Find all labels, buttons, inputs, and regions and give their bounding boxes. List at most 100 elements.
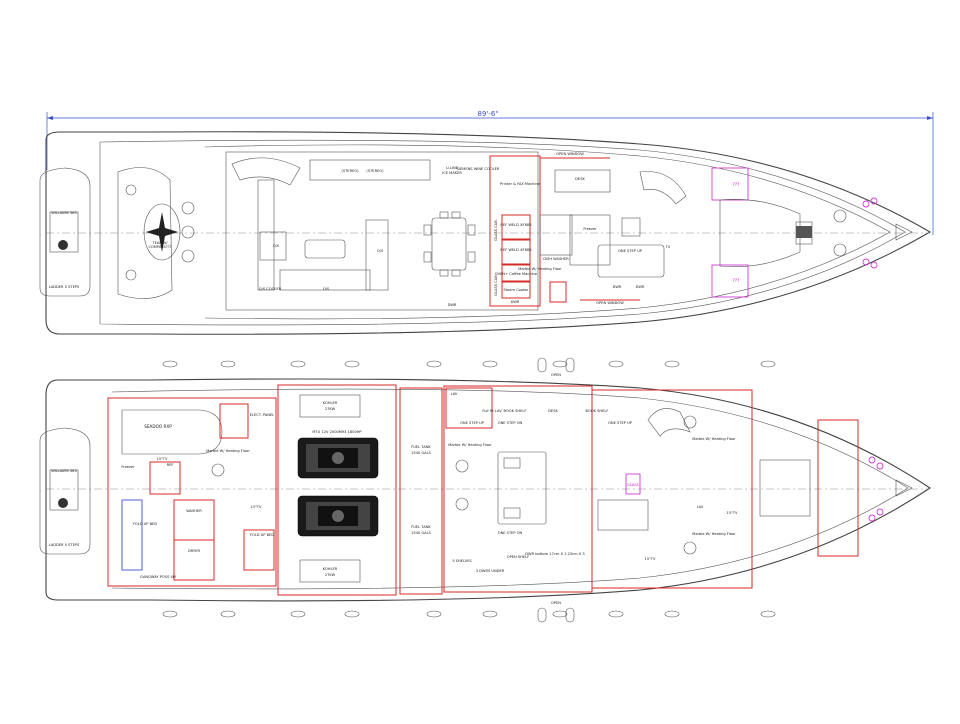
fuel-1-b: 1540 GALS: [411, 451, 432, 455]
porthole-top-1: [220, 360, 236, 368]
porthole-top-0: [162, 360, 178, 368]
overall-dimension: 89'-6": [46, 110, 934, 235]
porthole-bottom-5: [482, 610, 498, 618]
master-desk: DESK: [548, 409, 558, 413]
saloon: O/S O/S O/S O/S COOLER (STEREO) (STEREO)…: [225, 151, 539, 311]
fwd-unknown-1: ???: [733, 182, 740, 187]
opening-port-top-0: [537, 357, 547, 373]
elect-panel: ELECT. PANEL: [250, 413, 274, 417]
porthole-top-6: [552, 360, 568, 368]
master-book-shelf: BOOK SHELF: [504, 409, 527, 413]
lower-deck-plan: WILLIAMS 365 LADDER 5 STEPS SEADOO RXP F…: [39, 373, 931, 605]
desk-label: DESK: [575, 177, 585, 181]
kohler-2-a: KOHLER: [323, 567, 338, 571]
kohler-1-b: 27KW: [325, 407, 336, 411]
marble-galley: Marble W/ Heating Floor: [518, 267, 562, 271]
gangway-label: GANGWAY POSS 4M: [140, 575, 176, 579]
master-dwrs: 3 DWRS UNDER: [476, 569, 505, 573]
guest-glass: GLASS: [627, 483, 640, 487]
open-port-2: OPEN: [551, 601, 561, 605]
bar-stereo-2: (STEREO): [366, 169, 384, 173]
tender-lower-ladder: LADDER 5 STEPS: [49, 543, 80, 547]
ladder-label: LADDER 5 STEPS: [49, 285, 80, 289]
tender-lower: WILLIAMS 365 LADDER 5 STEPS: [39, 427, 91, 555]
os-cooler-label: O/S COOLER: [259, 287, 282, 291]
fuel-1-a: FUEL TANK: [411, 445, 431, 449]
upper-deck-plan: WILLIAMS 365 LADDER 5 STEPS TEAK W/ COMP…: [39, 131, 932, 335]
porthole-top-3: [344, 360, 360, 368]
ref-2: REF WELD XF88B: [500, 248, 532, 252]
tv-upper: TV: [665, 245, 671, 249]
bar-wine-cooler: SIEMENS WINE COOLER: [457, 167, 500, 171]
tv-lazarette: 15"TV: [157, 457, 168, 461]
glass-cab-1: GLASS CAB.: [494, 219, 498, 241]
tender-label: WILLIAMS 365: [51, 211, 77, 215]
porthole-bottom-4: [426, 610, 442, 618]
master-one-step-up: ONE STEP UP: [460, 421, 485, 425]
helm-one-step-up: ONE STEP UP: [618, 249, 643, 253]
aft-table-label-2: COMPASS???: [148, 245, 171, 249]
opening-port-bottom-0: [537, 607, 547, 623]
porthole-bottom-8: [664, 610, 680, 618]
porthole-bottom-9: [760, 610, 776, 618]
master-full-ht: Full Ht LAV: [482, 409, 502, 413]
open-window-1: OPEN WINDOW: [556, 152, 584, 156]
master-shelves: 5 SHELVES: [452, 559, 472, 563]
open-port-1: OPEN: [551, 373, 561, 377]
freezer-lower: Freezer: [121, 465, 135, 469]
washer-label: WASHER: [186, 509, 202, 513]
aft-table-label: TEAK W/: [151, 241, 168, 245]
fuel-2-a: FUEL TANK: [411, 525, 431, 529]
aft-deck: TEAK W/ COMPASS???: [117, 167, 195, 299]
porthole-bottom-1: [220, 610, 236, 618]
master-marble: Marble W/ Heating Floor: [448, 443, 492, 447]
helm-dwr-1: DWR: [613, 285, 622, 289]
tv-crew: 15"TV: [251, 505, 262, 509]
engine-room: KOHLER 27KW MTU 12V 2000M93 1800HP MTU 1…: [277, 384, 397, 596]
tender-lower-label: WILLIAMS 365: [51, 469, 77, 473]
master-one-step-dn-2: ONE STEP ON: [498, 531, 523, 535]
settee-os-3: O/S: [377, 249, 384, 253]
master-dwr-bottom: DWR bottom 17cm X 1 23cm X 3: [525, 552, 584, 556]
master-one-step-dn: ONE STEP ON: [498, 421, 523, 425]
foredeck-upper: ??? ???: [711, 167, 913, 298]
porthole-bottom-7: [608, 610, 624, 618]
bar-icemaker: ICE MAKER: [442, 171, 462, 175]
ref-lower: REF: [167, 463, 174, 467]
kohler-1-a: KOHLER: [323, 401, 338, 405]
fuel-tanks: FUEL TANK 1540 GALS FUEL TANK 1540 GALS: [399, 387, 443, 595]
helm-area: Freezer ONE STEP UP DWR DWR TV: [569, 171, 687, 289]
fuel-2-b: 1540 GALS: [411, 531, 432, 535]
porthole-top-7: [608, 360, 624, 368]
seadoo-label: SEADOO RXP: [144, 424, 172, 429]
fold-bed-2: FOLD UP BED: [250, 533, 274, 537]
ref-1: REF WELD XF88B: [500, 223, 532, 227]
tender-upper: WILLIAMS 365 LADDER 5 STEPS: [39, 167, 91, 297]
overall-length-label: 89'-6": [477, 110, 498, 118]
settee-os-1: O/S: [273, 244, 280, 248]
porthole-bottom-3: [344, 610, 360, 618]
bar-stereo-1: (STEREO): [341, 169, 359, 173]
lazarette-crew: SEADOO RXP Freezer 15"TV REF Marble W/ H…: [107, 397, 277, 587]
porthole-top-2: [290, 360, 306, 368]
guest-marble-2: Marble W/ Heating Floor: [692, 532, 736, 536]
open-window-2: OPEN WINDOW: [596, 301, 624, 305]
guest-one-step-up: ONE STEP UP: [608, 421, 633, 425]
porthole-top-8: [664, 360, 680, 368]
guest-lav: LAV: [697, 505, 704, 509]
bar-uline: U-LINE: [446, 166, 459, 170]
master-lav: LAV: [451, 392, 458, 396]
dishwasher-label: DISH WASHER: [543, 257, 569, 261]
lower-hull-outline: [45, 378, 931, 602]
oven-label: OVEN+ Coffee Machine: [495, 272, 538, 276]
master-book-shelf-2: BOOK SHELF: [586, 409, 609, 413]
helm-dwr-2: DWR: [636, 285, 645, 289]
porthole-bottom-0: [162, 610, 178, 618]
printer-label: Printer & FAX Machine: [500, 182, 541, 186]
master-stateroom: LAV Full Ht LAV BOOK SHELF DESK BOOK SHE…: [443, 385, 609, 593]
porthole-bottom-6: [552, 610, 568, 618]
galley: Printer & FAX Machine GLASS CAB. REF WEL…: [489, 155, 611, 307]
porthole-bottom-2: [290, 610, 306, 618]
guest-staterooms: GLASS ONE STEP UP Marble W/ Heating Floo…: [591, 389, 811, 589]
